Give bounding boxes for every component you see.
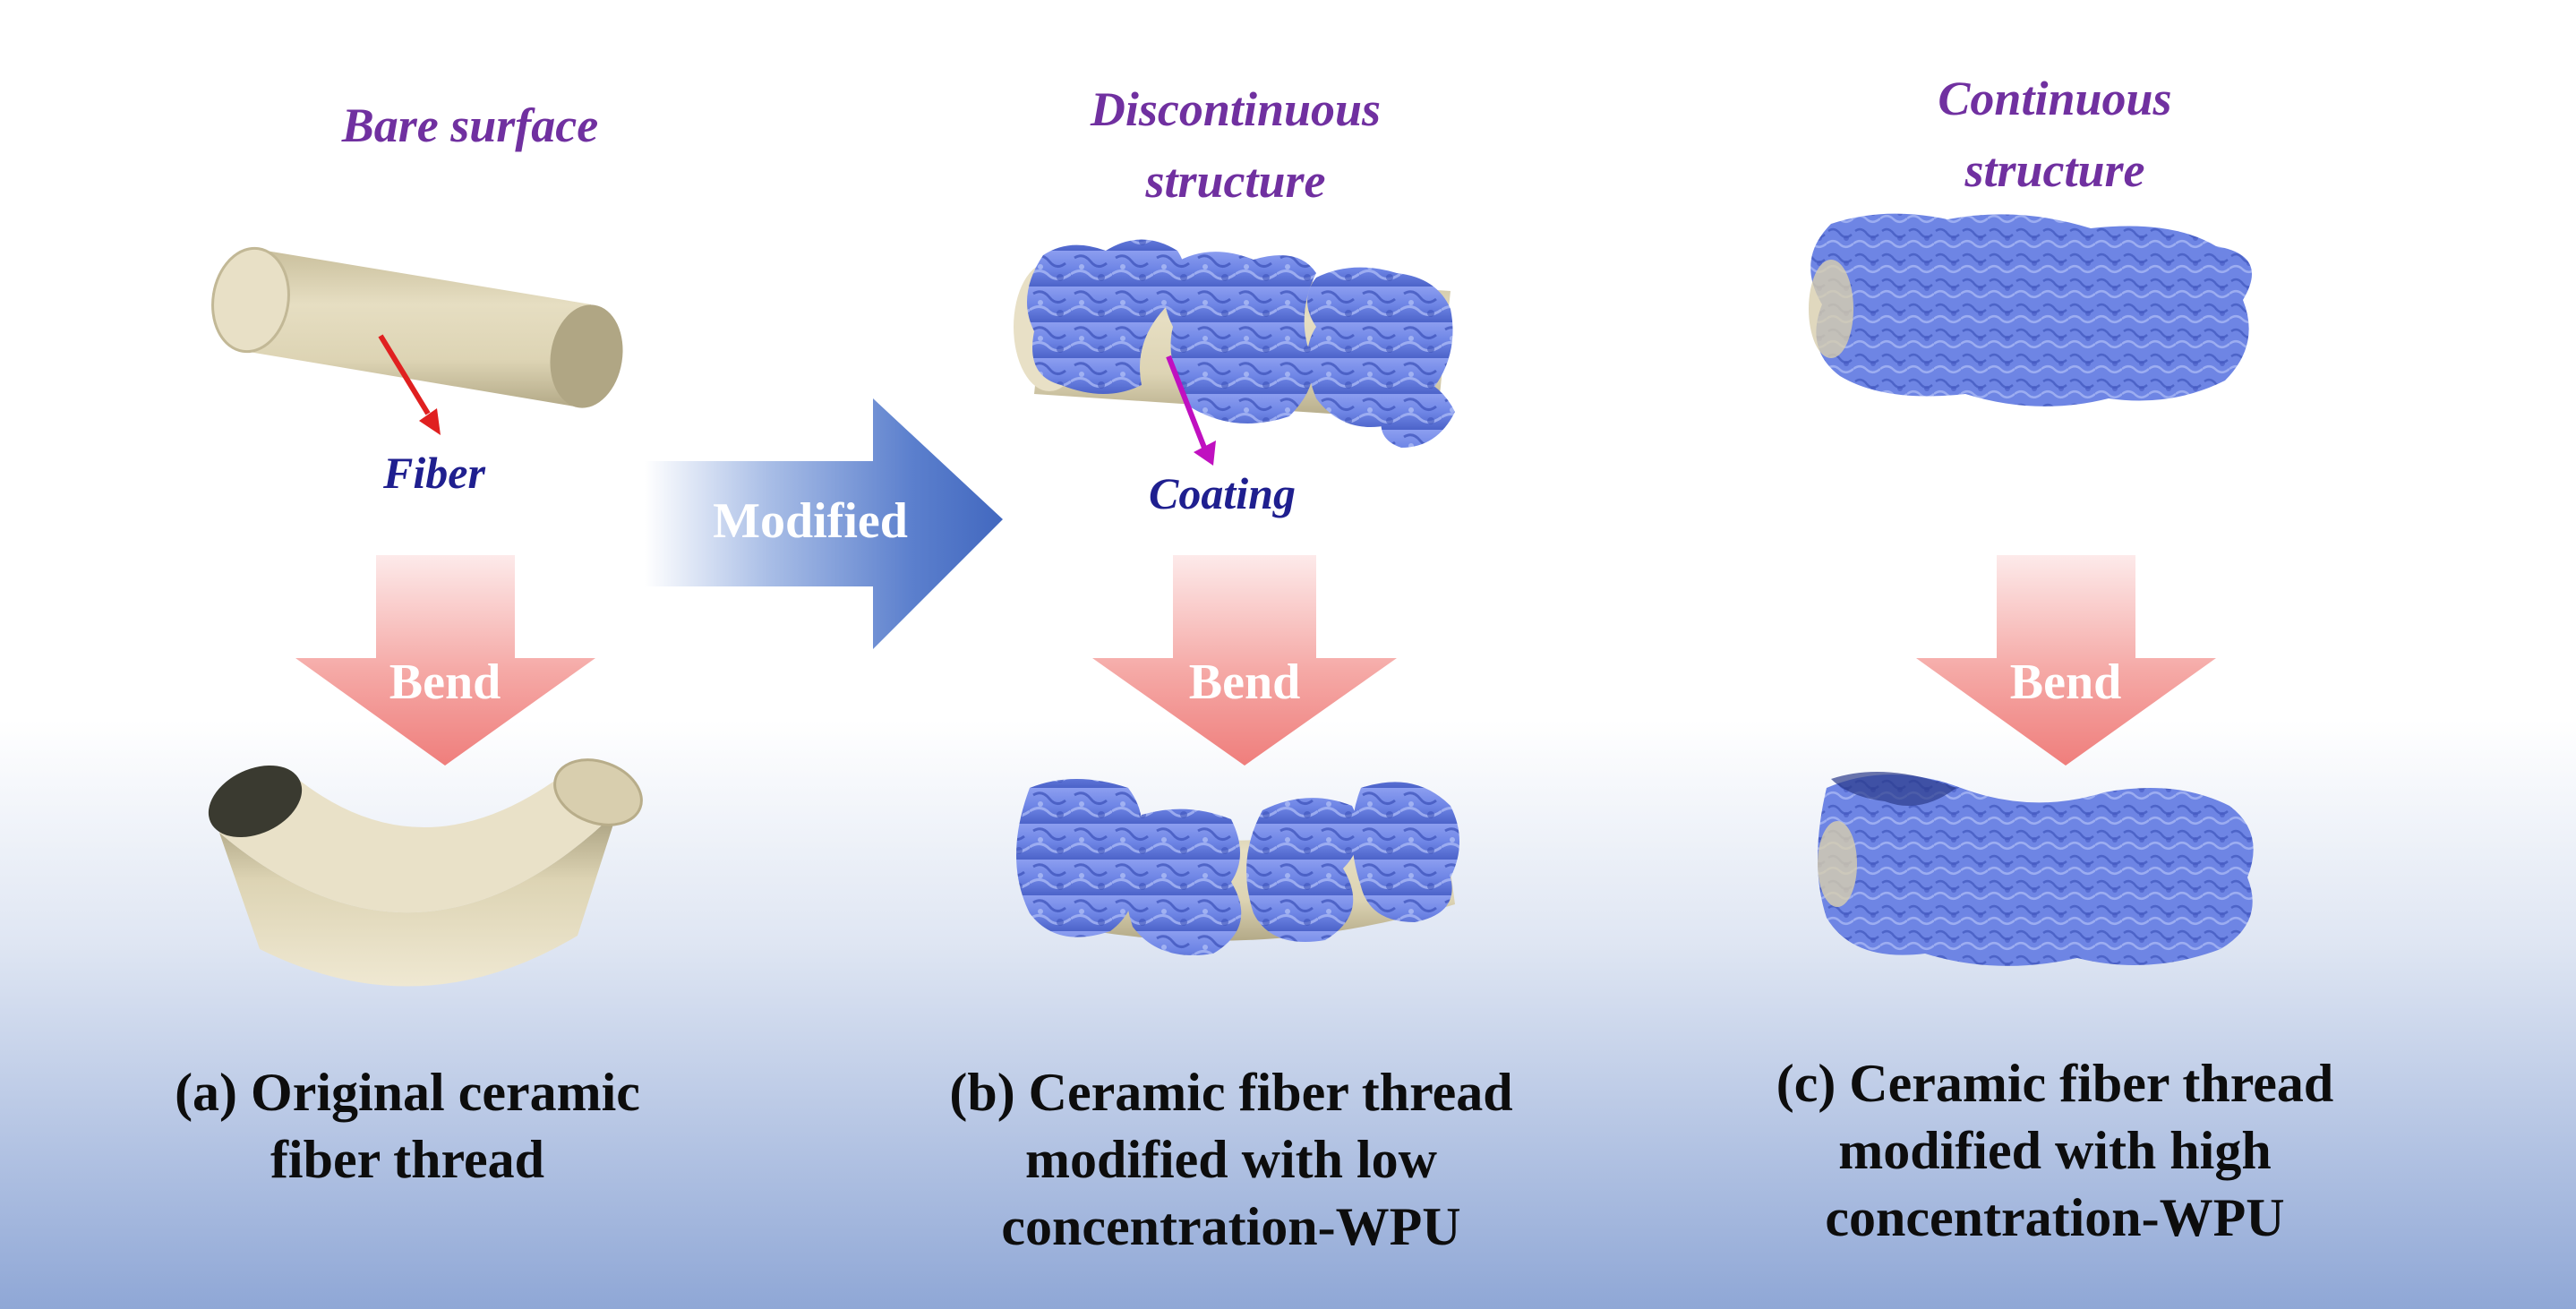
caption-a-line1: (a) Original ceramic <box>175 1063 640 1122</box>
cylinder-fiber-icon <box>211 246 623 408</box>
fiber-label: Fiber <box>382 448 485 498</box>
coated-fiber-discontinuous-icon <box>1014 239 1455 448</box>
bend-arrow-a-icon: Bend <box>295 555 595 766</box>
caption-c-line2: modified with high <box>1838 1121 2271 1180</box>
panel-c-title-line2: structure <box>1964 143 2144 197</box>
caption-c-line1: (c) Ceramic fiber thread <box>1776 1054 2334 1113</box>
caption-c-line3: concentration-WPU <box>1825 1188 2284 1247</box>
caption-b-line1: (b) Ceramic fiber thread <box>949 1063 1512 1122</box>
modified-arrow-icon: Modified <box>645 398 1003 649</box>
panel-b-title-line1: Discontinuous <box>1090 82 1381 136</box>
panel-b: Discontinuous structure Coating Bend <box>949 82 1512 1256</box>
caption-a-line2: fiber thread <box>270 1130 544 1189</box>
fiber-pointer-arrow-icon <box>378 334 441 435</box>
bend-label-a: Bend <box>389 654 501 710</box>
caption-b-line3: concentration-WPU <box>1001 1197 1460 1256</box>
bend-arrow-c-icon: Bend <box>1916 555 2216 766</box>
modified-label: Modified <box>713 493 908 549</box>
coating-pointer-arrow-icon <box>1166 355 1216 466</box>
bent-coated-fiber-discontinuous-icon <box>1016 779 1459 955</box>
caption-b-line2: modified with low <box>1025 1130 1438 1189</box>
bend-arrow-b-icon: Bend <box>1092 555 1397 766</box>
panel-a-title: Bare surface <box>341 98 598 152</box>
panel-c: Continuous structure Bend (c) Ceramic fi… <box>1776 72 2334 1247</box>
panel-c-title-line1: Continuous <box>1938 72 2171 125</box>
bend-label-b: Bend <box>1189 654 1301 710</box>
bent-fiber-icon <box>208 758 643 987</box>
panel-b-title-line2: structure <box>1144 154 1325 208</box>
coating-label: Coating <box>1149 468 1296 518</box>
bend-label-c: Bend <box>2010 654 2122 710</box>
panel-a: Bare surface Fiber Bend (a) Original cer… <box>175 98 643 1189</box>
bent-coated-fiber-continuous-icon <box>1818 772 2254 966</box>
coated-fiber-continuous-icon <box>1809 213 2252 406</box>
